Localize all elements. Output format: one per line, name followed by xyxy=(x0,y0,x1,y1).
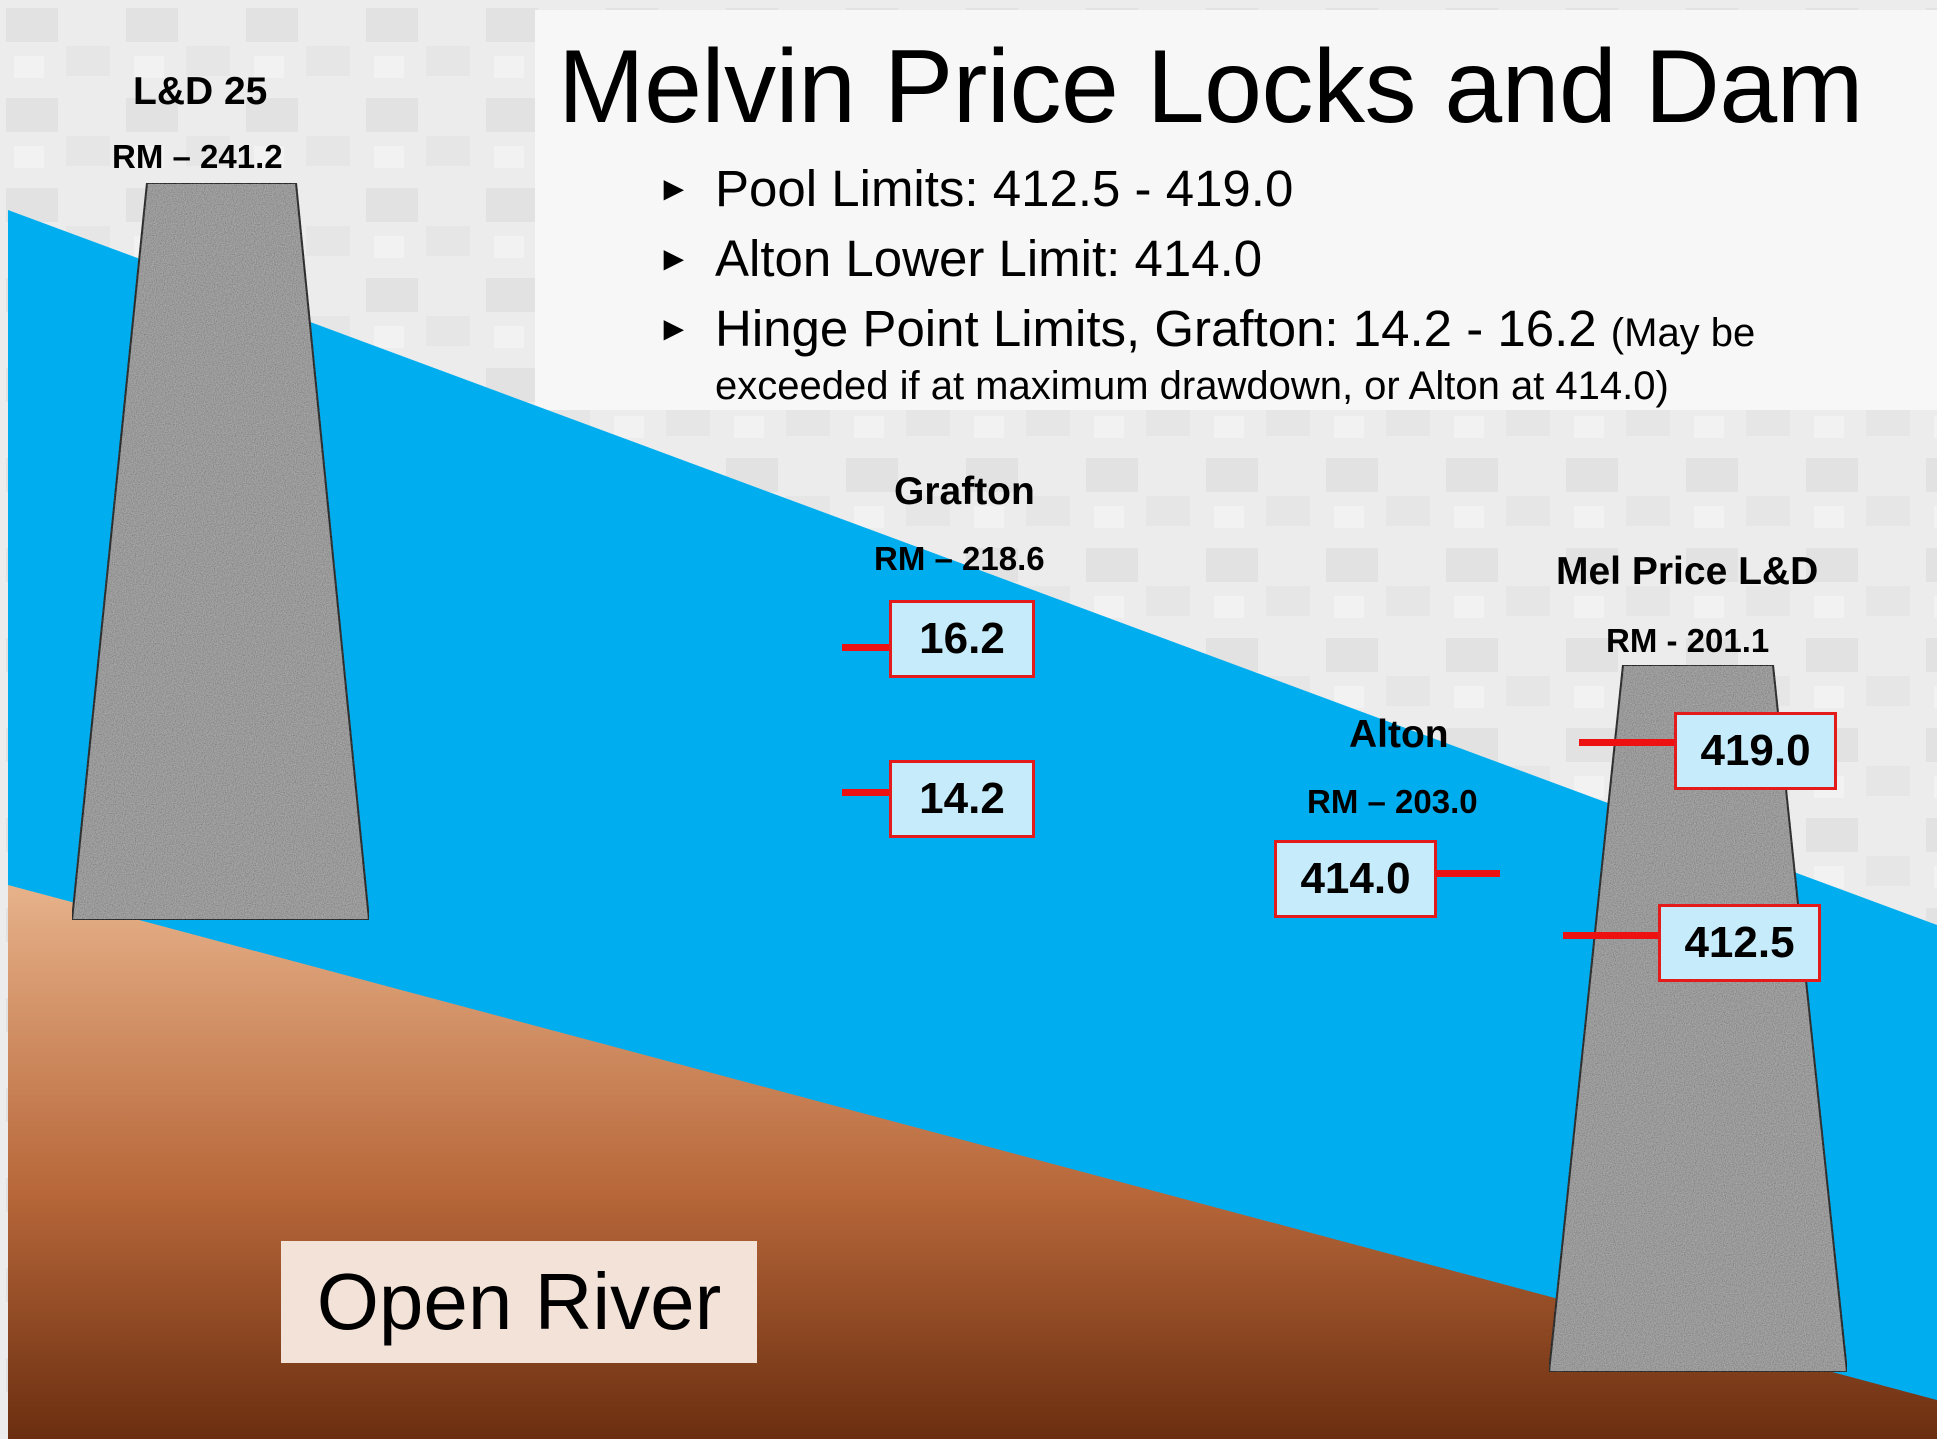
alton-rm: RM – 203.0 xyxy=(1307,783,1478,820)
bullet-item: ► Alton Lower Limit: 414.0 xyxy=(657,228,1917,290)
grafton-lower-gauge: 14.2 xyxy=(889,760,1035,838)
melprice-upper-gauge: 419.0 xyxy=(1674,712,1837,790)
bullet-arrow-icon: ► xyxy=(657,240,691,278)
grafton-upper-tick xyxy=(842,644,890,651)
ld25-name: L&D 25 xyxy=(133,70,268,113)
melprice-upper-tick xyxy=(1579,739,1675,746)
alton-tick xyxy=(1436,870,1500,877)
bullet-item: ► Hinge Point Limits, Grafton: 14.2 - 16… xyxy=(657,298,1917,408)
slide-title: Melvin Price Locks and Dam xyxy=(558,29,1863,145)
alton-gauge: 414.0 xyxy=(1274,840,1437,918)
melprice-lower-gauge: 412.5 xyxy=(1658,904,1821,982)
bullet-item: ► Pool Limits: 412.5 - 419.0 xyxy=(657,158,1917,220)
alton-name: Alton xyxy=(1349,713,1449,756)
melprice-name: Mel Price L&D xyxy=(1556,550,1819,593)
title-panel xyxy=(535,10,1937,410)
ld25-dam xyxy=(70,182,371,921)
bullet-continuation: exceeded if at maximum drawdown, or Alto… xyxy=(715,364,1669,408)
grafton-rm: RM – 218.6 xyxy=(874,540,1045,577)
ld25-rm: RM – 241.2 xyxy=(112,138,283,175)
melprice-rm: RM - 201.1 xyxy=(1606,622,1770,659)
grafton-name: Grafton xyxy=(894,470,1035,513)
bullet-text: Alton Lower Limit: 414.0 xyxy=(715,230,1263,287)
grafton-lower-tick xyxy=(842,789,890,796)
bullet-note: (May be xyxy=(1610,311,1756,355)
bullet-arrow-icon: ► xyxy=(657,310,691,348)
grafton-upper-gauge: 16.2 xyxy=(889,600,1035,678)
melprice-lower-tick xyxy=(1563,932,1659,939)
bullet-list: ► Pool Limits: 412.5 - 419.0 ► Alton Low… xyxy=(657,158,1917,416)
melprice-dam xyxy=(1547,664,1849,1373)
bullet-text: Hinge Point Limits, Grafton: 14.2 - 16.2 xyxy=(715,300,1597,357)
bullet-text: Pool Limits: 412.5 - 419.0 xyxy=(715,160,1294,217)
open-river-label: Open River xyxy=(281,1241,757,1363)
bullet-arrow-icon: ► xyxy=(657,170,691,208)
